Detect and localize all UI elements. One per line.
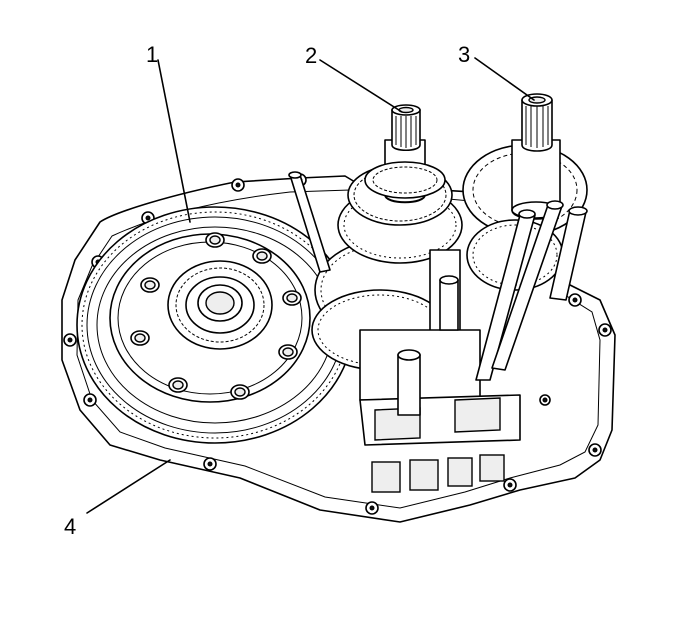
leader-lines [86, 57, 535, 514]
callout-4: 4 [64, 514, 76, 539]
callout-labels: 1 2 3 4 [64, 42, 470, 539]
input-shaft [364, 104, 446, 204]
case-ribs [371, 454, 505, 493]
leader-line-3 [474, 57, 535, 101]
differential-ring-gear [76, 206, 354, 444]
leader-line-2 [319, 59, 403, 113]
callout-2: 2 [305, 43, 317, 68]
ring-gear-bolts [130, 232, 302, 400]
callout-1: 1 [146, 42, 158, 67]
leader-line-4 [86, 459, 171, 514]
callout-3: 3 [458, 42, 470, 67]
leader-line-1 [157, 59, 191, 223]
shift-rails [288, 171, 588, 416]
output-shaft [511, 93, 561, 220]
